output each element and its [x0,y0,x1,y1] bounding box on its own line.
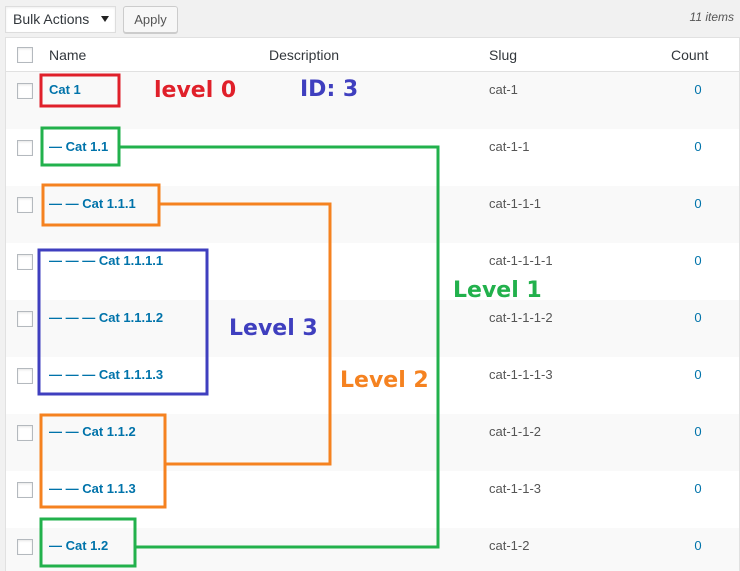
row-checkbox[interactable] [17,254,33,270]
row-checkbox[interactable] [17,482,33,498]
column-header-slug[interactable]: Slug [489,47,518,63]
category-count-link[interactable]: 0 [694,139,702,154]
table-row: — — Cat 1.1.3 cat-1-1-3 0 [6,471,739,528]
category-slug: cat-1-1-1 [489,196,542,211]
category-count-link[interactable]: 0 [694,253,702,268]
category-count-link[interactable]: 0 [694,82,702,97]
bulk-actions-label: Bulk Actions [13,11,90,27]
select-all-checkbox[interactable] [17,47,33,63]
bulk-actions-toolbar: Bulk Actions Apply 11 items [0,0,740,38]
category-slug: cat-1 [489,82,518,97]
category-count-link[interactable]: 0 [694,538,702,553]
category-name-link[interactable]: — — Cat 1.1.3 [49,481,136,496]
category-slug: cat-1-1 [489,139,530,154]
table-row: — — — Cat 1.1.1.1 cat-1-1-1-1 0 [6,243,739,300]
table-header: Name Description Slug Count [6,38,739,72]
category-slug: cat-1-1-1-3 [489,367,553,382]
category-count-link[interactable]: 0 [694,196,702,211]
category-name-link[interactable]: — Cat 1.2 [49,538,109,553]
table-row: — Cat 1.1 cat-1-1 0 [6,129,739,186]
row-checkbox[interactable] [17,197,33,213]
label-level1: Level 1 [453,278,542,303]
label-level2: Level 2 [340,368,429,393]
category-slug: cat-1-1-1-1 [489,253,553,268]
apply-button[interactable]: Apply [123,6,178,33]
category-slug: cat-1-1-2 [489,424,542,439]
category-count-link[interactable]: 0 [694,310,702,325]
column-header-count[interactable]: Count [671,47,709,63]
table-row: — — Cat 1.1.2 cat-1-1-2 0 [6,414,739,471]
category-name-link[interactable]: — — — Cat 1.1.1.3 [49,367,164,382]
row-checkbox[interactable] [17,140,33,156]
category-name-link[interactable]: — — Cat 1.1.1 [49,196,136,211]
column-header-description: Description [269,47,340,63]
column-header-name[interactable]: Name [49,47,87,63]
category-slug: cat-1-1-1-2 [489,310,553,325]
dropdown-caret-icon [101,16,109,22]
label-level0: level 0 [154,78,237,103]
row-checkbox[interactable] [17,311,33,327]
row-checkbox[interactable] [17,425,33,441]
row-checkbox[interactable] [17,83,33,99]
category-count-link[interactable]: 0 [694,481,702,496]
category-slug: cat-1-1-3 [489,481,542,496]
category-count-link[interactable]: 0 [694,367,702,382]
category-count-link[interactable]: 0 [694,424,702,439]
table-row: — — Cat 1.1.1 cat-1-1-1 0 [6,186,739,243]
category-name-link[interactable]: — — — Cat 1.1.1.1 [49,253,164,268]
label-level3: Level 3 [229,316,318,341]
row-checkbox[interactable] [17,368,33,384]
category-name-link[interactable]: Cat 1 [49,82,81,97]
category-name-link[interactable]: — — Cat 1.1.2 [49,424,136,439]
table-row: — Cat 1.2 cat-1-2 0 [6,528,739,571]
bulk-actions-select[interactable]: Bulk Actions [5,6,116,33]
category-name-link[interactable]: — Cat 1.1 [49,139,109,154]
label-id: ID: 3 [300,77,359,102]
category-name-link[interactable]: — — — Cat 1.1.1.2 [49,310,164,325]
table-row: Cat 1 cat-1 0 [6,72,739,129]
table-row: — — — Cat 1.1.1.2 cat-1-1-1-2 0 [6,300,739,357]
row-checkbox[interactable] [17,539,33,555]
category-slug: cat-1-2 [489,538,530,553]
items-count: 11 items [689,10,734,24]
